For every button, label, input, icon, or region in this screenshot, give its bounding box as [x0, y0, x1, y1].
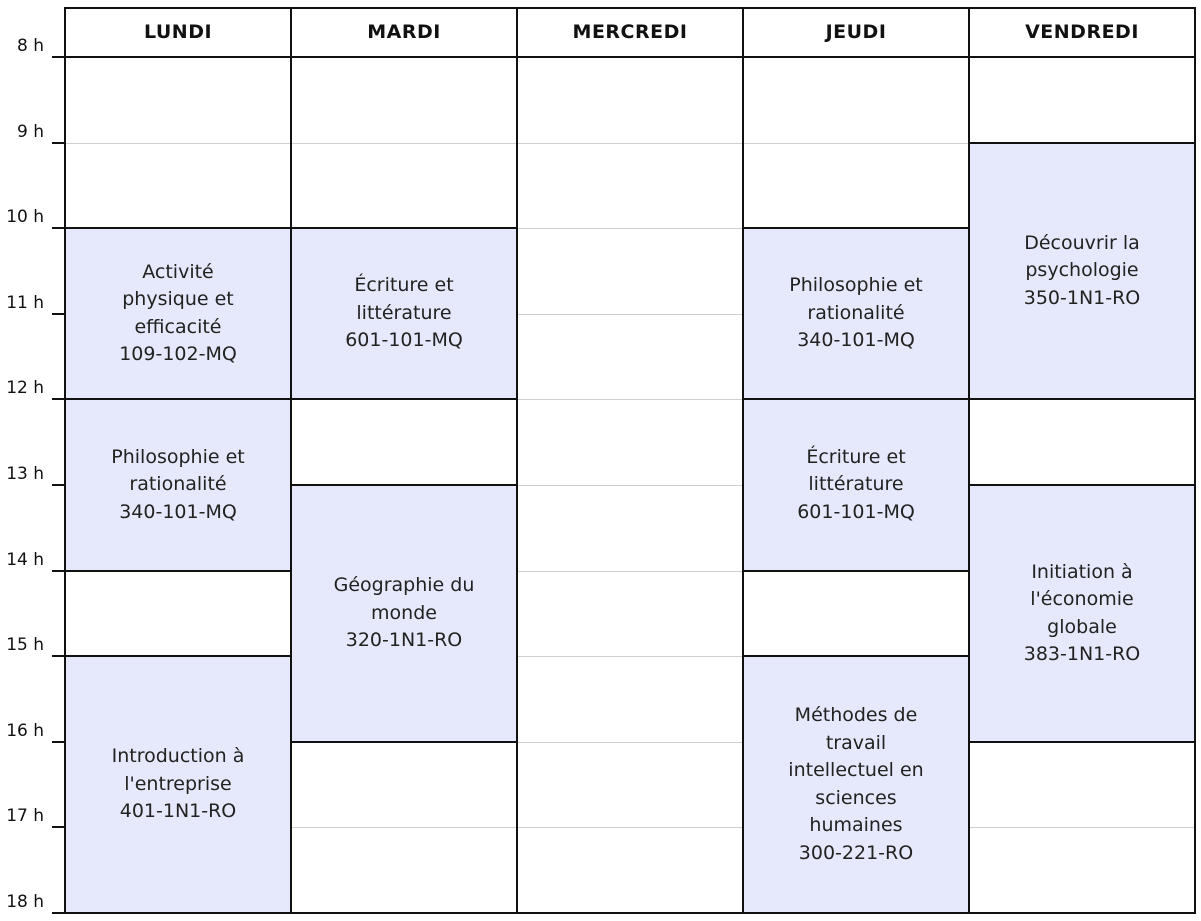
hour-label: 11 h [6, 293, 44, 313]
hour-label: 13 h [6, 464, 44, 484]
hour-gridline [65, 656, 1195, 657]
course-title-line: littérature [808, 473, 904, 496]
course-block: Géographie du monde 320-1N1-RO [291, 484, 517, 743]
hour-gridline [65, 571, 1195, 572]
course-code: 300-221-RO [798, 841, 914, 864]
hour-tick [52, 826, 66, 828]
course-title-line: physique et [122, 288, 234, 310]
header-divider [65, 56, 1195, 58]
schedule-frame [64, 7, 1196, 914]
hour-tick [52, 741, 66, 743]
course-code: 601-101-MQ [345, 329, 463, 352]
hour-gridline [65, 827, 1195, 828]
course-title-line: Philosophie et [789, 274, 923, 297]
course-title-line: globale [1047, 615, 1117, 638]
course-title-line: Découvrir la [1024, 231, 1140, 254]
hour-label: 15 h [6, 635, 44, 655]
course-title-line: Écriture et [354, 274, 454, 297]
course-title-line: intellectuel en [788, 759, 924, 781]
course-title-line: sciences [815, 786, 897, 809]
course-title-line: Philosophie et [111, 445, 245, 468]
course-title-line: travail [825, 731, 887, 754]
hour-tick [52, 912, 66, 914]
course-block: Découvrir la psychologie 350-1N1-RO [969, 142, 1195, 400]
column-divider [968, 7, 970, 913]
course-code: 601-101-MQ [797, 500, 915, 523]
course-title-line: Initiation à [1031, 560, 1133, 583]
course-title-line: littérature [356, 301, 452, 324]
hour-tick [52, 484, 66, 486]
day-header-jeudi: JEUDI [825, 21, 887, 43]
hour-tick [52, 570, 66, 572]
day-header-mercredi: MERCREDI [572, 21, 688, 43]
hour-label: 16 h [6, 721, 44, 741]
hour-gridline [65, 399, 1195, 400]
hour-gridline [65, 485, 1195, 486]
hour-label: 9 h [17, 122, 44, 142]
course-block: Activité physique et efficacité 109-102-MQ [65, 227, 291, 400]
course-title-line: Activité [142, 260, 214, 283]
hour-label: 10 h [6, 207, 44, 227]
day-header-lundi: LUNDI [143, 21, 213, 43]
course-block: Introduction à l'entreprise 401-1N1-RO [65, 655, 291, 914]
course-code: 383-1N1-RO [1023, 643, 1141, 665]
course-title-line: Méthodes de [794, 704, 918, 726]
day-header-mardi: MARDI [367, 21, 441, 43]
hour-label: 17 h [6, 806, 44, 826]
course-code: 340-101-MQ [797, 329, 915, 352]
course-title-line: rationalité [807, 301, 905, 324]
hour-label: 14 h [6, 550, 44, 570]
day-header-vendredi: VENDREDI [1025, 21, 1139, 43]
course-title-line: efficacité [134, 315, 222, 338]
course-title-line: psychologie [1025, 259, 1139, 282]
course-block: Écriture et littérature 601-101-MQ [743, 398, 969, 572]
course-code: 340-101-MQ [119, 500, 237, 523]
course-block: Écriture et littérature 601-101-MQ [291, 227, 517, 400]
column-divider [290, 7, 292, 913]
course-code: 109-102-MQ [119, 343, 237, 365]
hour-label: 8 h [17, 36, 44, 56]
hour-gridline [65, 742, 1195, 743]
course-code: 401-1N1-RO [119, 800, 237, 823]
course-title-line: Écriture et [806, 445, 906, 468]
course-title-line: rationalité [129, 473, 227, 496]
course-block: Philosophie et rationalité 340-101-MQ [743, 227, 969, 400]
course-title-line: l'économie [1030, 588, 1134, 610]
course-block: Initiation à l'économie globale 383-1N1-RO [969, 484, 1195, 743]
course-code: 320-1N1-RO [345, 629, 463, 652]
hour-tick [52, 142, 66, 144]
hour-tick [52, 655, 66, 657]
course-title-line: Introduction à [111, 745, 245, 768]
course-title-line: humaines [809, 814, 903, 836]
course-block: Méthodes de travail intellectuel en science… [743, 655, 969, 914]
hour-tick [52, 227, 66, 229]
course-title-line: Géographie du [333, 574, 475, 597]
column-divider [516, 7, 518, 913]
hour-tick [52, 313, 66, 315]
column-divider [742, 7, 744, 913]
hour-tick [52, 56, 66, 58]
hour-tick [52, 398, 66, 400]
course-title-line: monde [371, 601, 437, 624]
hour-gridline [65, 143, 1195, 144]
course-title-line: l'entreprise [124, 772, 232, 795]
hour-label: 12 h [6, 378, 44, 398]
hour-gridline [65, 314, 1195, 315]
hour-gridline [65, 228, 1195, 229]
course-block: Philosophie et rationalité 340-101-MQ [65, 398, 291, 572]
course-code: 350-1N1-RO [1023, 286, 1141, 309]
hour-label: 18 h [6, 892, 44, 912]
